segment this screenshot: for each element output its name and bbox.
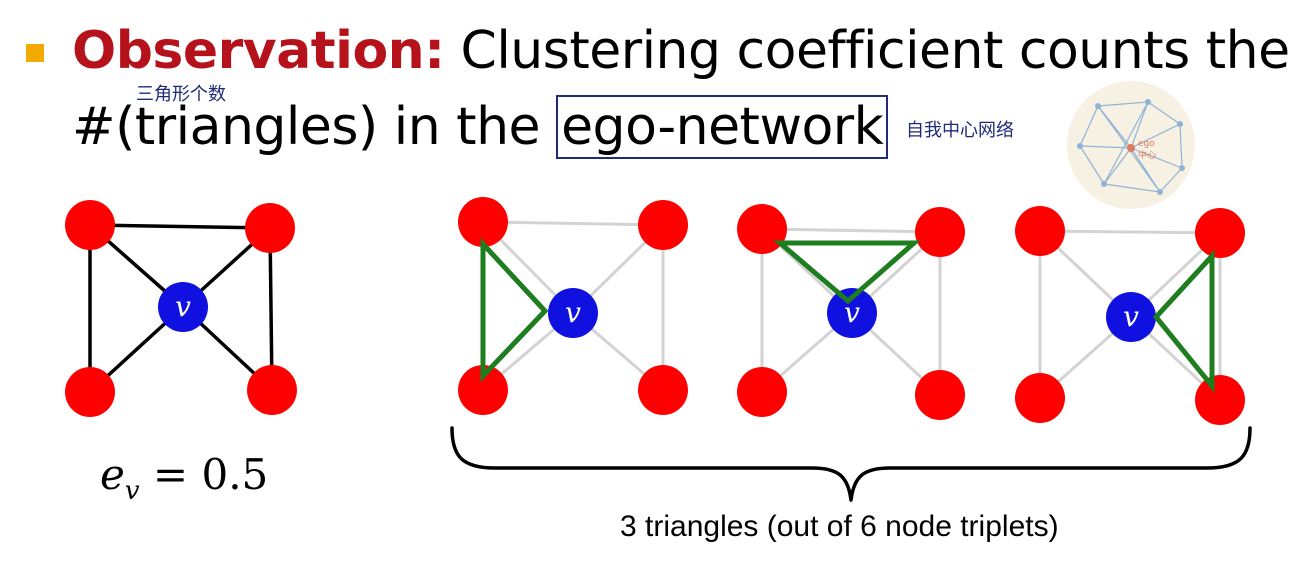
graph-3-triangle-highlight — [773, 240, 921, 305]
formula-value: 0.5 — [201, 450, 269, 499]
title-line-2: #(triangles) in the ego-network — [72, 92, 889, 162]
ego-graph-triangle-3: v — [1015, 206, 1245, 425]
graph-2-center-label: v — [565, 296, 581, 329]
ego-graph-full: v — [65, 200, 297, 417]
ego-network-boxed: ego-network — [556, 95, 889, 159]
graph-4-center-label: v — [1123, 300, 1139, 333]
title-line-1: Observation: Clustering coefficient coun… — [72, 16, 1290, 86]
graph-1-node-bottom-right — [247, 365, 297, 415]
graph-2-node-top-left — [458, 197, 508, 247]
ego-thumbnail: ego 中心 — [1067, 81, 1195, 209]
graph-4-triangle-highlight — [1152, 249, 1215, 394]
observation-label: Observation: — [72, 21, 445, 81]
graph-2-center-node — [548, 288, 598, 338]
graph-2-node-bottom-right — [638, 365, 688, 415]
thumbnail-label-center: 中心 — [1138, 149, 1156, 161]
graph-2-node-top-right — [638, 200, 688, 250]
handwritten-triangles-note: 三角形个数 — [136, 84, 226, 105]
graph-1-node-top-left — [65, 200, 115, 250]
graph-2-node-bottom-left — [458, 365, 508, 415]
graph-4-node-top-right — [1195, 208, 1245, 258]
ego-graph-triangle-2: v — [737, 204, 965, 420]
clustering-formula: ev = 0.5 — [100, 450, 269, 506]
thumbnail-label-ego: ego — [1138, 139, 1155, 149]
graph-2-triangle-highlight — [480, 237, 549, 383]
graph-3-node-bottom-right — [915, 370, 965, 420]
graph-1-center-node — [158, 282, 208, 332]
ego-graph-triangle-1: v — [458, 197, 688, 415]
handwritten-ego-note: 自我中心网络 — [906, 120, 1014, 141]
thumbnail-ego-node — [1127, 144, 1135, 152]
bullet-square — [26, 44, 44, 62]
title-line-1-text: Clustering coefficient counts the — [444, 21, 1291, 81]
graph-1-node-bottom-left — [65, 367, 115, 417]
graph-4-node-bottom-left — [1015, 373, 1065, 423]
title-line-2-text: #(triangles) in the — [72, 97, 557, 157]
graph-4-center-node — [1106, 292, 1156, 342]
thumbnail-edges — [1079, 101, 1183, 193]
graph-3-center-node — [827, 288, 877, 338]
graph-3-node-bottom-left — [737, 367, 787, 417]
curly-brace — [450, 426, 1252, 502]
graph-4-node-bottom-right — [1195, 375, 1245, 425]
graph-3-node-top-right — [915, 207, 965, 257]
triangles-caption: 3 triangles (out of 6 node triplets) — [620, 510, 1059, 543]
graph-1-node-top-right — [245, 203, 295, 253]
formula-variable: e — [100, 450, 125, 499]
graph-4-node-top-left — [1015, 206, 1065, 256]
formula-equals: = — [139, 450, 202, 499]
formula-subscript: v — [124, 476, 140, 506]
graph-3-node-top-left — [737, 204, 787, 254]
graph-1-center-label: v — [175, 290, 191, 323]
thumbnail-nodes — [1077, 99, 1185, 195]
